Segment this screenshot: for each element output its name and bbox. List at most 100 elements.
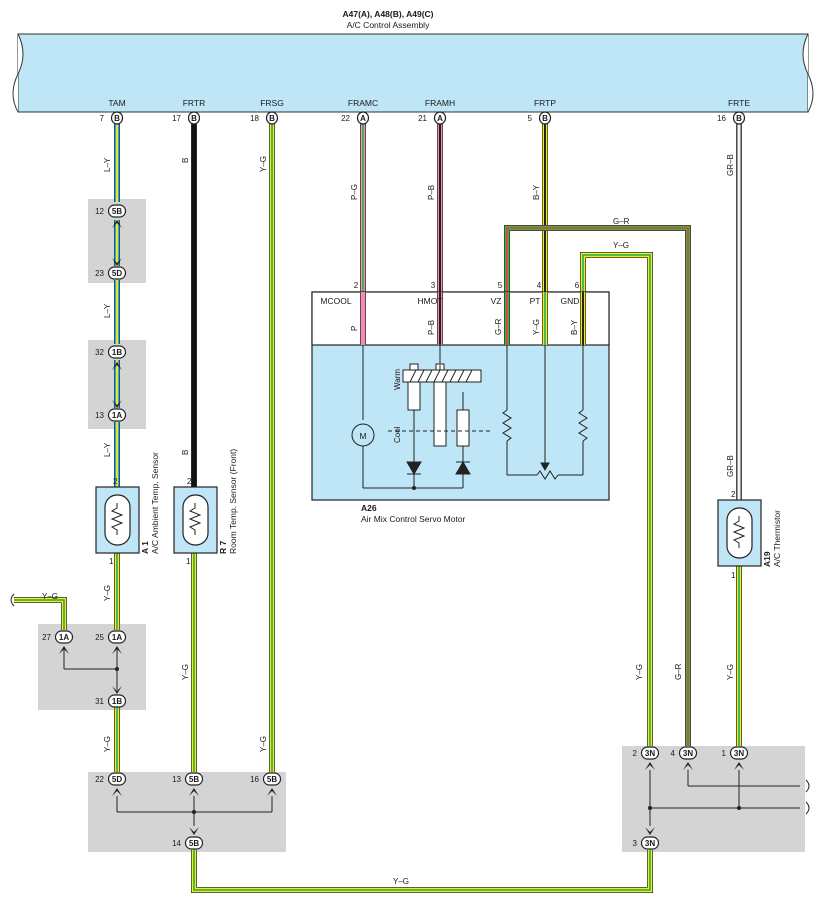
svg-text:18: 18	[250, 114, 259, 123]
svg-text:5B: 5B	[112, 207, 122, 216]
servo-pin-num-hmot: 3	[431, 281, 436, 290]
wire-label: Y–G	[181, 664, 190, 680]
servo-internal-circuit	[351, 345, 588, 489]
wire-label: L–Y	[103, 442, 112, 457]
svg-text:B: B	[736, 114, 742, 123]
servo-pin-num-mcool: 2	[354, 281, 359, 290]
connector-codes: A47(A), A48(B), A49(C)	[343, 9, 434, 19]
wire-label: B–Y	[570, 319, 579, 335]
terminal-pin-framh: 21 A	[418, 111, 447, 125]
sensor-r7-pin-bottom: 1	[186, 557, 191, 566]
servo-pin-num-gnd: 6	[575, 281, 580, 290]
sensor-r7-id: R 7	[218, 541, 228, 555]
servo-pin-pt: PT	[530, 296, 541, 306]
svg-text:17: 17	[172, 114, 181, 123]
terminal-frtp-label: FRTP	[534, 98, 556, 108]
wire-label: B–Y	[532, 184, 541, 200]
servo-motor-symbol: M	[359, 431, 366, 441]
wire-label: G–R	[674, 663, 683, 680]
wire-label: P	[350, 326, 359, 331]
svg-text:5D: 5D	[112, 269, 122, 278]
svg-text:1A: 1A	[59, 633, 69, 642]
svg-text:7: 7	[100, 114, 105, 123]
terminal-pin-frte: 16 B	[717, 111, 746, 125]
junction-pin: 22 5D	[95, 772, 127, 786]
wire-label: Y–G	[635, 664, 644, 680]
wire-bottom-loop	[191, 850, 653, 893]
svg-text:23: 23	[95, 269, 104, 278]
junction-blocks	[38, 199, 805, 852]
ac-control-assembly	[12, 33, 814, 113]
wire-label: Y–G	[259, 156, 268, 172]
wire-label: GR–B	[726, 455, 735, 477]
sensor-a1-pin-top: 2	[113, 477, 118, 486]
sensor-r7-pin-top: 2	[187, 477, 192, 486]
svg-text:13: 13	[172, 775, 181, 784]
svg-text:32: 32	[95, 348, 104, 357]
servo-title: Air Mix Control Servo Motor	[361, 514, 466, 524]
svg-text:21: 21	[418, 114, 427, 123]
svg-text:3N: 3N	[734, 749, 744, 758]
wire-label: Y–G	[393, 877, 409, 886]
wire-label: P–G	[350, 184, 359, 200]
terminal-framh-label: FRAMH	[425, 98, 455, 108]
svg-text:16: 16	[250, 775, 259, 784]
svg-text:5B: 5B	[267, 775, 277, 784]
wire-label: B	[181, 450, 190, 455]
svg-text:5B: 5B	[189, 775, 199, 784]
svg-text:1: 1	[722, 749, 727, 758]
svg-text:2: 2	[633, 749, 638, 758]
svg-text:A: A	[437, 114, 443, 123]
sensor-a19-pin-bottom: 1	[731, 571, 736, 580]
terminal-pin-frtr: 17 B	[172, 111, 201, 125]
servo-pin-num-pt: 4	[537, 281, 542, 290]
svg-text:B: B	[114, 114, 120, 123]
svg-text:B: B	[191, 114, 197, 123]
svg-text:1A: 1A	[112, 411, 122, 420]
svg-text:3N: 3N	[645, 839, 655, 848]
wire-label: G–R	[613, 217, 630, 226]
svg-text:27: 27	[42, 633, 51, 642]
servo-pin-hmot: HMOT	[417, 296, 442, 306]
junction-pin: 27 1A	[42, 630, 74, 644]
servo-node	[412, 486, 416, 490]
svg-text:1A: 1A	[112, 633, 122, 642]
servo-pin-wires	[360, 292, 586, 345]
svg-text:5B: 5B	[189, 839, 199, 848]
svg-text:B: B	[542, 114, 548, 123]
sensor-r7-name: Room Temp. Sensor (Front)	[228, 449, 238, 554]
wire-label: GR–B	[726, 154, 735, 176]
svg-text:12: 12	[95, 207, 104, 216]
wire-label: Y–G	[103, 585, 112, 601]
terminal-tam-label: TAM	[108, 98, 125, 108]
svg-text:31: 31	[95, 697, 104, 706]
wire-label: Y–G	[726, 664, 735, 680]
svg-text:5D: 5D	[112, 775, 122, 784]
terminal-frtr-label: FRTR	[183, 98, 206, 108]
wire-label: Y–G	[103, 736, 112, 752]
terminal-framc-label: FRAMC	[348, 98, 378, 108]
wire-label: Y–G	[613, 241, 629, 250]
junction-pin: 12 5B	[95, 204, 127, 218]
wire-label: L–Y	[103, 157, 112, 172]
servo-warm-label: Warm	[393, 369, 402, 390]
servo-pin-vz: VZ	[491, 296, 502, 306]
svg-text:16: 16	[717, 114, 726, 123]
wire-label: Y–G	[42, 592, 58, 601]
wire-label: G–R	[494, 318, 503, 335]
svg-text:22: 22	[95, 775, 104, 784]
break-marks	[10, 593, 810, 815]
sensor-r7	[173, 486, 218, 554]
svg-text:4: 4	[671, 749, 676, 758]
sensor-a1-name: A/C Ambient Temp. Sensor	[150, 452, 160, 554]
wire-color-labels: L–Y L–Y L–Y Y–G Y–G B B Y–G Y–G Y–G P–G …	[42, 154, 735, 886]
sensor-a1	[95, 486, 140, 554]
